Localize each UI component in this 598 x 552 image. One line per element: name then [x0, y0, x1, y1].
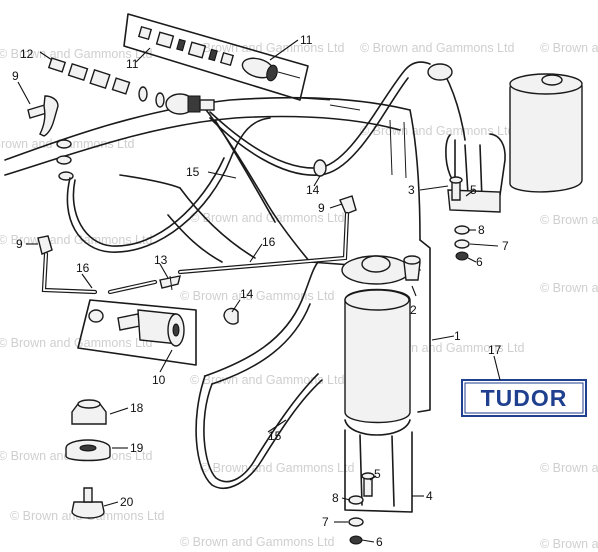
brand-label: TUDOR — [481, 385, 568, 411]
callout-numbers: 11 11 12 9 15 14 3 5 8 7 6 9 9 16 16 13 … — [12, 33, 509, 549]
watermark: © Brown and Gammons Ltd — [540, 213, 598, 227]
callout-4: 4 — [426, 489, 433, 503]
watermark: © Brown and Gammons Ltd — [540, 461, 598, 475]
tube-16 — [41, 211, 350, 295]
callout-15: 15 — [268, 429, 282, 443]
jet-stack-left — [27, 95, 74, 181]
reservoir-1 — [344, 239, 431, 513]
callout-12: 12 — [20, 47, 34, 61]
watermark: © Brown and Gammons Ltd — [180, 535, 334, 549]
tudor-logo-17: TUDOR — [461, 379, 587, 417]
cap-set-2 — [341, 255, 421, 285]
jets — [37, 195, 357, 255]
clip-14-upper — [313, 159, 327, 177]
watermark: © Brown and Gammons Ltd — [360, 41, 514, 55]
callout-15: 15 — [186, 165, 200, 179]
callout-13: 13 — [154, 253, 168, 267]
watermark: © Brown and Gammons Ltd — [540, 41, 598, 55]
watermark-layer: © Brown and Gammons Ltd © Brown and Gamm… — [0, 41, 598, 551]
fixings-lower — [348, 472, 375, 545]
watermark: © Brown and Gammons Ltd — [0, 47, 152, 61]
callout-5: 5 — [470, 183, 477, 197]
watermark: © Brown and Gammons Ltd — [200, 461, 354, 475]
pump-inset-10 — [77, 299, 197, 366]
callout-8: 8 — [332, 491, 339, 505]
callout-7: 7 — [502, 239, 509, 253]
callout-6: 6 — [476, 255, 483, 269]
tubing-15-lower — [195, 261, 323, 489]
nozzle-assembly-inset — [123, 13, 309, 101]
callout-9: 9 — [318, 201, 325, 215]
clip-14-lower — [223, 307, 239, 325]
callout-11: 11 — [300, 33, 313, 47]
watermark: © Brown and Gammons Ltd — [0, 233, 152, 247]
callout-9: 9 — [16, 237, 23, 251]
callout-6: 6 — [376, 535, 383, 549]
callout-14: 14 — [306, 183, 320, 197]
nozzle-parts-row — [47, 57, 215, 115]
callout-3: 3 — [408, 183, 415, 197]
watermark: © Brown and Gammons Ltd — [360, 124, 514, 138]
callout-19: 19 — [130, 441, 144, 455]
leader-lines — [17, 39, 501, 543]
callout-16: 16 — [262, 235, 276, 249]
callout-8: 8 — [478, 223, 485, 237]
callout-20: 20 — [120, 495, 134, 509]
watermark: © Brown and Gammons Ltd — [190, 373, 344, 387]
watermark: © Brown and Gammons Ltd — [190, 41, 344, 55]
watermark: © Brown and Gammons Ltd — [0, 336, 152, 350]
fixings-upper — [449, 176, 470, 261]
callout-11: 11 — [126, 57, 139, 71]
watermark: © Brown and Gammons Ltd — [540, 281, 598, 295]
callout-9: 9 — [12, 69, 19, 83]
tee-connector-13 — [159, 275, 181, 291]
inset-panel-border — [123, 13, 309, 101]
callout-16: 16 — [76, 261, 90, 275]
callout-1: 1 — [454, 329, 461, 343]
watermark: © Brown and Gammons Ltd — [180, 289, 334, 303]
callout-7: 7 — [322, 515, 329, 529]
callout-17: 17 — [488, 343, 502, 357]
callout-5: 5 — [374, 467, 381, 481]
watermark: © Brown and Gammons Ltd — [540, 537, 598, 551]
watermark: © Brown and Gammons Ltd — [190, 211, 344, 225]
reservoir-bracket-3 — [427, 63, 506, 213]
pump-parts-18-20 — [65, 399, 111, 519]
reservoir-bottle-spare — [509, 73, 583, 193]
callout-10: 10 — [152, 373, 166, 387]
callout-14: 14 — [240, 287, 254, 301]
callout-2: 2 — [410, 303, 417, 317]
tubing-15-upper — [66, 61, 431, 253]
callout-18: 18 — [130, 401, 144, 415]
